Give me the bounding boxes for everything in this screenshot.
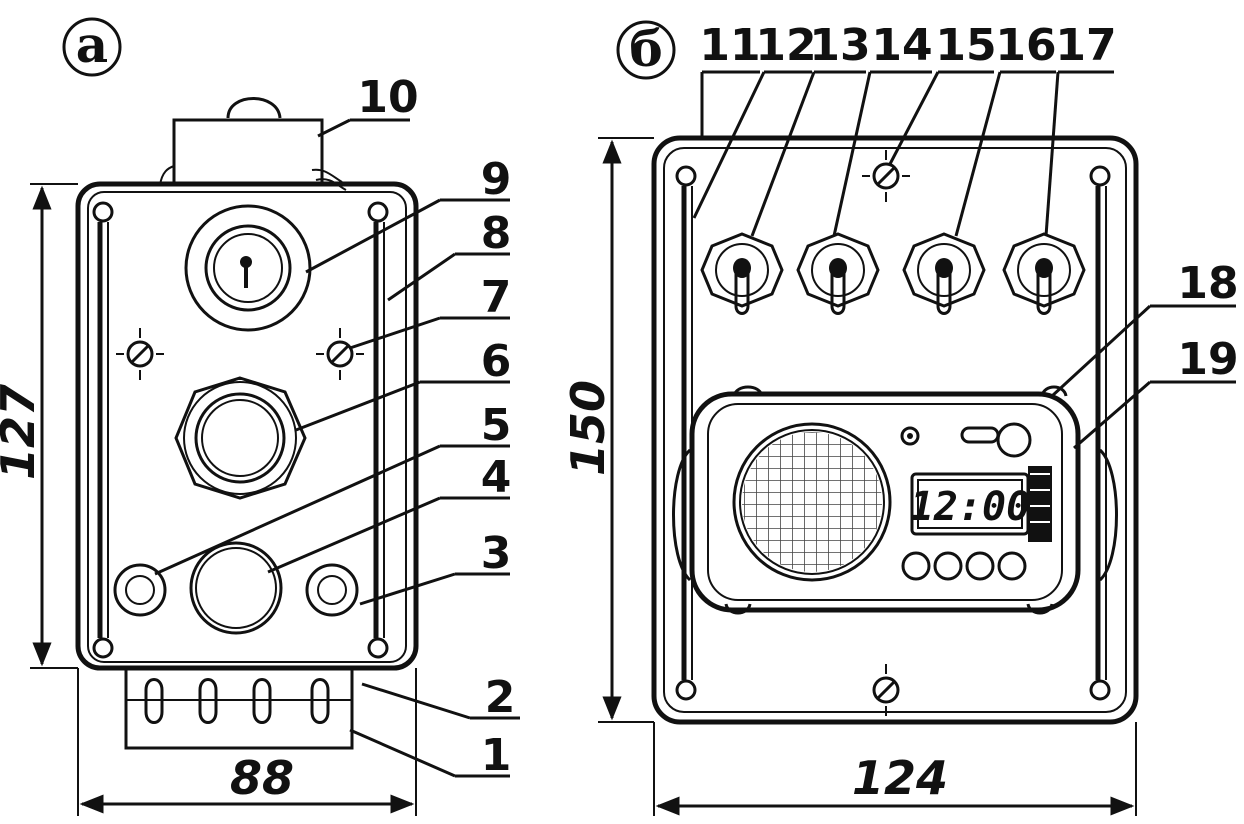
dimension-width-a: 88 [77, 668, 417, 816]
key-lock [184, 204, 312, 332]
screw-bottom [872, 664, 900, 716]
toggle-switch-1 [700, 232, 784, 315]
panel-a-side-slots [92, 201, 389, 659]
toggle-switch-4 [1002, 232, 1086, 315]
toggle-switch-3 [902, 232, 986, 315]
callout-14: 14 [871, 20, 932, 71]
dimension-height-a: 127 [0, 183, 78, 669]
callout-15: 15 [935, 20, 996, 71]
panel-b-body [651, 135, 1139, 725]
leaders-a [154, 118, 520, 778]
callout-3: 3 [481, 528, 512, 579]
round-socket [174, 376, 307, 500]
tuning-knob [996, 422, 1032, 458]
panel-b-body-inner [663, 147, 1127, 713]
panel-a-letter-badge: а [62, 15, 122, 77]
callout-10: 10 [357, 72, 418, 123]
dimension-width-b: 124 [653, 722, 1137, 816]
screw-right [316, 328, 364, 380]
callout-17: 17 [1055, 20, 1116, 71]
callout-11: 11 [699, 20, 760, 71]
callout-18: 18 [1177, 258, 1238, 309]
radio-receiver: 12:00 [672, 385, 1118, 615]
callout-13: 13 [809, 20, 870, 71]
dim-height-a: 127 [0, 384, 45, 480]
callout-5: 5 [481, 400, 512, 451]
radio-buttons [901, 551, 1027, 581]
dim-width-a: 88 [230, 751, 294, 805]
round-button [189, 541, 283, 635]
panel-a-body-inner [87, 191, 407, 663]
clock-display-text: 12:00 [910, 484, 1030, 530]
dimension-height-b: 150 [561, 137, 654, 723]
clock-display: 12:00 [910, 466, 1052, 542]
panel-a-body [75, 181, 419, 671]
callout-2: 2 [485, 672, 516, 723]
leaders-b [692, 70, 1236, 450]
speaker-grille [732, 422, 892, 582]
panel-a: а [0, 15, 520, 816]
toggle-switch-2 [796, 232, 880, 315]
slider-switch [960, 426, 1000, 444]
callout-16: 16 [995, 20, 1056, 71]
terminal-block [124, 668, 354, 750]
callout-19: 19 [1177, 334, 1238, 385]
indicator-lamp-left [113, 563, 167, 617]
callout-7: 7 [481, 272, 512, 323]
panel-b: б [561, 19, 1239, 816]
callout-9: 9 [481, 154, 512, 205]
dim-width-b: 124 [852, 751, 948, 805]
callout-1: 1 [481, 730, 512, 781]
callout-6: 6 [481, 336, 512, 387]
panel-b-side-slots [675, 165, 1111, 701]
screw-top [862, 150, 910, 202]
indicator-lamp-right [305, 563, 359, 617]
callout-8: 8 [481, 208, 512, 259]
screw-left [116, 328, 164, 380]
panel-a-letter: а [76, 15, 108, 74]
callout-12: 12 [755, 20, 816, 71]
small-knob [900, 426, 920, 446]
panel-b-letter: б [629, 19, 662, 78]
dim-height-b: 150 [561, 380, 615, 476]
callout-4: 4 [481, 452, 512, 503]
panel-b-letter-badge: б [616, 19, 676, 80]
top-cable-box [159, 97, 347, 191]
